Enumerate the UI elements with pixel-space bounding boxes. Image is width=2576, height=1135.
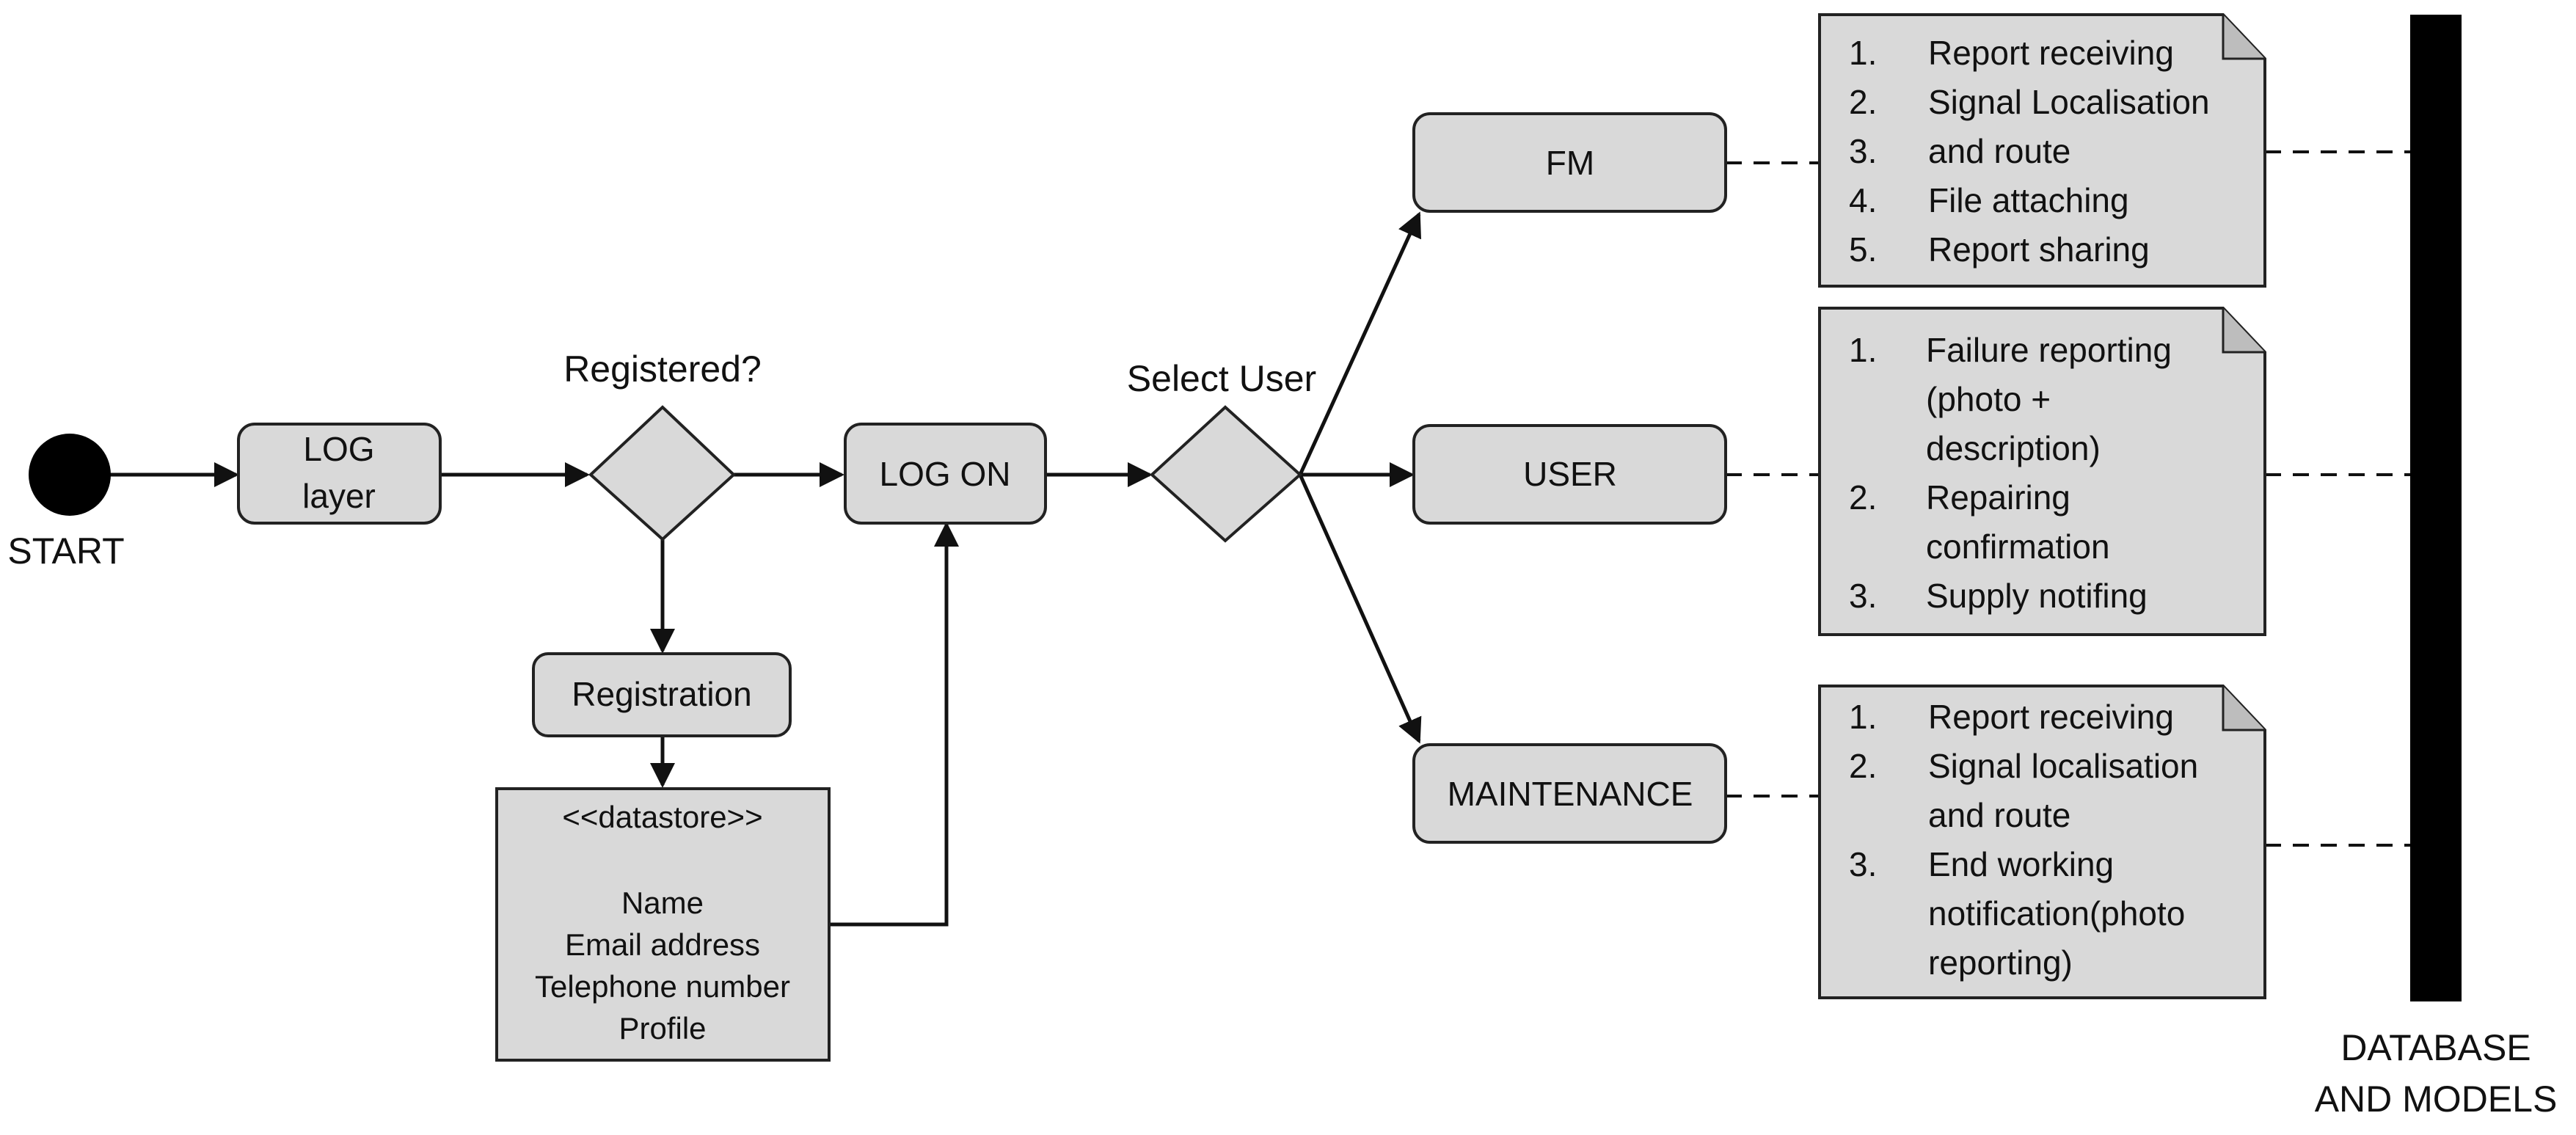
user-node <box>1412 424 1727 525</box>
log-layer-label-line1: LOG <box>303 430 374 468</box>
note-user-shape <box>1818 307 2266 636</box>
note-maintenance-item-2-line2: and route <box>1928 796 2070 834</box>
database-label-line2: AND MODELS <box>2315 1079 2558 1120</box>
note-user-item-2-line1: Repairing <box>1926 478 2070 517</box>
note-maintenance-item-3-line2: notification(photo <box>1928 894 2185 933</box>
maintenance-label: MAINTENANCE <box>1448 775 1693 813</box>
dashed-links <box>1726 150 2410 847</box>
edge-datastore-to-log-on <box>829 522 959 927</box>
registration-node <box>532 652 792 737</box>
registered-decision <box>588 405 736 541</box>
database-bar <box>2410 15 2462 1001</box>
note-user-item-1-line2: (photo + <box>1926 380 2051 418</box>
edge-select-user-to-maintenance <box>1298 473 1422 744</box>
fm-node <box>1412 112 1727 213</box>
note-fm-item-4: File attaching <box>1928 181 2129 219</box>
note-maintenance-item-3-line1: End working <box>1928 845 2114 883</box>
note-maintenance-item-2-line1: Signal localisation <box>1928 747 2198 785</box>
user-label: USER <box>1523 455 1617 493</box>
registration-label: Registration <box>572 675 751 713</box>
note-fm-item-5: Report sharing <box>1928 230 2150 269</box>
note-maintenance-num-1: 1. <box>1849 698 1877 736</box>
datastore-box <box>495 787 831 1062</box>
note-fm-item-2-line2: and route <box>1928 132 2070 170</box>
note-user-num-1: 1. <box>1849 331 1877 369</box>
registered-label: Registered? <box>563 348 762 390</box>
note-maintenance-fold <box>2222 686 2265 731</box>
note-fm-item-2-line1: Signal Localisation <box>1928 83 2210 121</box>
note-user-fold <box>2222 308 2265 354</box>
note-user-num-3: 3. <box>1849 577 1877 615</box>
note-user-item-3: Supply notifing <box>1926 577 2148 615</box>
note-fm-item-1: Report receiving <box>1928 34 2174 72</box>
note-user: 1. Failure reporting (photo + descriptio… <box>1818 307 2266 636</box>
note-fm-num-4: 4. <box>1849 181 1877 219</box>
start-label: START <box>7 530 124 572</box>
datastore-field-profile: Profile <box>619 1011 706 1045</box>
note-fm: 1. Report receiving 2. Signal Localisati… <box>1818 13 2266 288</box>
log-on-node <box>844 423 1047 525</box>
note-user-item-1-line3: description) <box>1926 429 2101 467</box>
flow-connectors <box>110 211 1422 927</box>
note-fm-num-1: 1. <box>1849 34 1877 72</box>
fm-label: FM <box>1546 144 1594 182</box>
note-user-item-1-line1: Failure reporting <box>1926 331 2172 369</box>
note-fm-shape <box>1818 13 2266 288</box>
log-on-label: LOG ON <box>880 455 1011 493</box>
note-fm-num-2: 2. <box>1849 83 1877 121</box>
datastore-field-email: Email address <box>565 927 760 962</box>
note-fm-fold <box>2222 15 2265 60</box>
select-user-decision <box>1150 405 1303 543</box>
log-layer-label-line2: layer <box>302 477 376 515</box>
datastore-field-name: Name <box>621 886 704 920</box>
note-fm-num-3: 3. <box>1849 132 1877 170</box>
datastore-stereotype: <<datastore>> <box>562 800 762 834</box>
datastore-field-telephone: Telephone number <box>535 969 790 1004</box>
note-maintenance-shape <box>1818 685 2266 999</box>
maintenance-node <box>1412 743 1727 844</box>
note-user-num-2: 2. <box>1849 478 1877 517</box>
select-user-label: Select User <box>1127 358 1316 399</box>
start-node <box>29 434 111 516</box>
edge-select-user-to-fm <box>1298 211 1422 476</box>
note-maintenance-item-1: Report receiving <box>1928 698 2174 736</box>
note-user-item-2-line2: confirmation <box>1926 528 2110 566</box>
note-fm-num-5: 5. <box>1849 230 1877 269</box>
note-maintenance-item-3-line3: reporting) <box>1928 944 2073 982</box>
log-layer-node <box>237 423 442 525</box>
database-label-line1: DATABASE <box>2340 1027 2531 1068</box>
note-maintenance: 1. Report receiving 2. Signal localisati… <box>1818 685 2266 999</box>
note-maintenance-num-3: 3. <box>1849 845 1877 883</box>
note-maintenance-num-2: 2. <box>1849 747 1877 785</box>
